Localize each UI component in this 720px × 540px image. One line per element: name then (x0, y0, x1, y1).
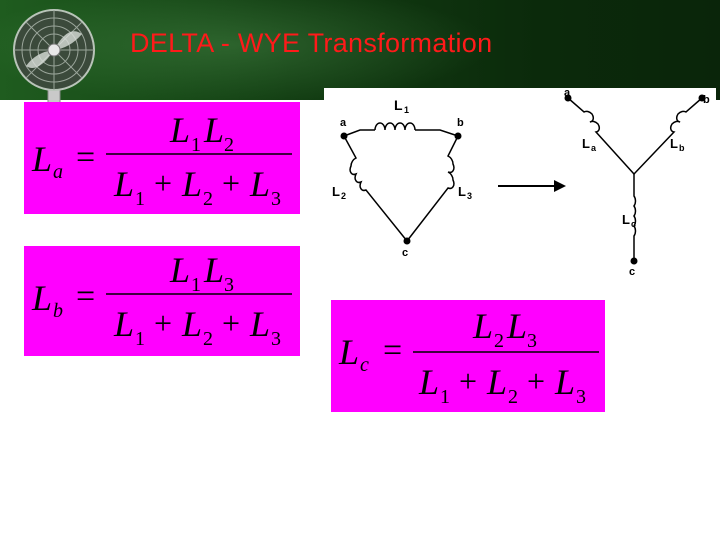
equation-lhs: L (31, 139, 52, 179)
inductor-lc (633, 174, 637, 261)
equation-lc-box: L c = L 2 L 3 L 1 + L 2 + L 3 (331, 300, 605, 412)
denominator-term-1: L (113, 304, 134, 344)
numerator-term-2: L (203, 110, 224, 150)
denominator-sub-1: 1 (135, 328, 145, 350)
inductor-lb (633, 97, 703, 175)
inductor-la (567, 97, 635, 175)
denominator-term-2: L (486, 362, 507, 402)
delta-label-l2: L (332, 184, 340, 199)
denominator-term-3: L (249, 164, 270, 204)
denominator-sub-2: 2 (508, 386, 518, 408)
wye-label-c: c (629, 266, 635, 278)
denominator-term-1: L (113, 164, 134, 204)
numerator-term-1: L (169, 110, 190, 150)
equation-lhs: L (338, 332, 359, 372)
plus-sign-2: + (222, 165, 240, 201)
denominator-sub-2: 2 (203, 328, 213, 350)
plus-sign-1: + (154, 305, 172, 341)
denominator-term-1: L (418, 362, 439, 402)
equals-sign: = (76, 139, 95, 176)
wye-label-la-sub: a (591, 143, 597, 153)
numerator-sub-1: 1 (191, 274, 201, 296)
wye-label-lb-sub: b (679, 143, 685, 153)
denominator-term-2: L (181, 304, 202, 344)
denominator-term-3: L (249, 304, 270, 344)
denominator-term-3: L (554, 362, 575, 402)
equation-lhs-subscript: c (360, 354, 369, 376)
wye-node-a-dot (564, 94, 572, 102)
numerator-term-2: L (506, 306, 527, 346)
equation-la: L a = L 1 L 2 L 1 + L 2 + L 3 (31, 110, 292, 210)
delta-wire-a-top (343, 129, 375, 137)
plus-sign-1: + (459, 363, 477, 399)
header-glow (0, 0, 720, 100)
equals-sign: = (76, 278, 95, 315)
delta-label-l1: L (394, 97, 403, 113)
numerator-sub-1: 1 (191, 134, 201, 156)
fan-icon (13, 9, 95, 113)
plus-sign-1: + (154, 165, 172, 201)
inductor-l3 (406, 135, 459, 242)
denominator-sub-3: 3 (271, 188, 281, 210)
slide-header-banner (0, 0, 720, 100)
delta-label-b: b (457, 117, 464, 129)
denominator-sub-2: 2 (203, 188, 213, 210)
wye-network (567, 97, 703, 261)
denominator-sub-1: 1 (135, 188, 145, 210)
transform-arrow-icon (554, 180, 566, 192)
numerator-sub-2: 3 (224, 274, 234, 296)
wye-label-lc: L (622, 212, 630, 227)
equation-lb: L b = L 1 L 3 L 1 + L 2 + L 3 (31, 250, 292, 350)
equation-la-box: L a = L 1 L 2 L 1 + L 2 + L 3 (24, 102, 300, 214)
plus-sign-2: + (222, 305, 240, 341)
wye-label-lb: L (670, 136, 678, 151)
delta-node-c-dot (403, 237, 411, 245)
inductor-l2 (343, 135, 408, 242)
equation-lb-box: L b = L 1 L 3 L 1 + L 2 + L 3 (24, 246, 300, 356)
denominator-term-2: L (181, 164, 202, 204)
inductor-l1 (374, 122, 416, 131)
delta-label-l3-sub: 3 (467, 191, 472, 201)
equation-lc: L c = L 2 L 3 L 1 + L 2 + L 3 (338, 306, 599, 408)
delta-label-l3: L (458, 184, 466, 199)
delta-wye-circuit-diagram: a b c L 1 L 2 L 3 a b c L a L b L c (324, 87, 716, 284)
wye-label-lc-sub: c (631, 219, 636, 229)
denominator-sub-3: 3 (271, 328, 281, 350)
delta-network (343, 122, 459, 242)
wye-label-a: a (564, 87, 571, 99)
numerator-term-1: L (169, 250, 190, 290)
wye-label-la: L (582, 136, 590, 151)
wye-label-b: b (703, 94, 710, 106)
slide-title: DELTA - WYE Transformation (130, 28, 493, 58)
wye-node-b-dot (698, 94, 706, 102)
plus-sign-2: + (527, 363, 545, 399)
numerator-term-1: L (472, 306, 493, 346)
numerator-sub-1: 2 (494, 330, 504, 352)
wye-node-c-dot (630, 257, 638, 265)
delta-label-l1-sub: 1 (404, 105, 409, 115)
numerator-sub-2: 3 (527, 330, 537, 352)
denominator-sub-3: 3 (576, 386, 586, 408)
equals-sign: = (383, 332, 402, 369)
delta-node-a-dot (340, 132, 348, 140)
delta-label-a: a (340, 117, 347, 129)
delta-node-b-dot (454, 132, 462, 140)
delta-label-c: c (402, 247, 408, 259)
numerator-sub-2: 2 (224, 134, 234, 156)
equation-lhs: L (31, 278, 52, 318)
equation-lhs-subscript: b (53, 300, 63, 322)
equation-lhs-subscript: a (53, 161, 63, 183)
delta-label-l2-sub: 2 (341, 191, 346, 201)
delta-wire-b-top (415, 129, 459, 137)
numerator-term-2: L (203, 250, 224, 290)
denominator-sub-1: 1 (440, 386, 450, 408)
